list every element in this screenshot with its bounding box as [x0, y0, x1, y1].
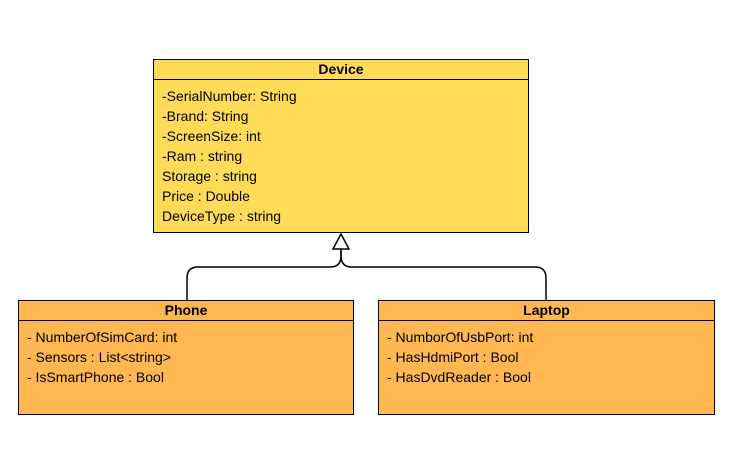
- attribute-serial-number: -SerialNumber: String: [162, 88, 297, 104]
- attribute-number-of-sim-card: - NumberOfSimCard: int: [27, 329, 178, 345]
- attribute-has-dvd-reader: - HasDvdReader : Bool: [387, 369, 531, 385]
- laptop-generalization-line[interactable]: [340, 249, 547, 300]
- attribute-ram: -Ram : string: [162, 148, 243, 164]
- class-device-name: Device: [318, 61, 364, 77]
- attribute-price: Price : Double: [162, 188, 250, 204]
- class-phone[interactable]: Phone - NumberOfSimCard: int - Sensors :…: [18, 300, 354, 415]
- class-laptop-attributes: - NumborOfUsbPort: int - HasHdmiPort : B…: [379, 321, 714, 387]
- attribute-storage: Storage : string: [162, 168, 257, 184]
- class-device-attributes: -SerialNumber: String -Brand: String -Sc…: [154, 80, 528, 226]
- class-phone-header: Phone: [19, 301, 353, 321]
- attribute-is-smart-phone: - IsSmartPhone : Bool: [27, 369, 164, 385]
- attribute-sensors: - Sensors : List<string>: [27, 349, 171, 365]
- attribute-device-type: DeviceType : string: [162, 208, 282, 224]
- phone-generalization-line[interactable]: [186, 249, 342, 300]
- class-phone-name: Phone: [164, 302, 208, 318]
- attribute-number-of-usb-port: - NumborOfUsbPort: int: [387, 329, 534, 345]
- attribute-brand: -Brand: String: [162, 108, 249, 124]
- class-phone-attributes: - NumberOfSimCard: int - Sensors : List<…: [19, 321, 353, 387]
- attribute-has-hdmi-port: - HasHdmiPort : Bool: [387, 349, 519, 365]
- attribute-screen-size: -ScreenSize: int: [162, 128, 261, 144]
- class-laptop[interactable]: Laptop - NumborOfUsbPort: int - HasHdmiP…: [378, 300, 715, 415]
- inheritance-arrowhead-icon: [331, 232, 351, 250]
- class-laptop-header: Laptop: [379, 301, 714, 321]
- class-laptop-name: Laptop: [523, 302, 570, 318]
- class-device[interactable]: Device -SerialNumber: String -Brand: Str…: [153, 59, 529, 233]
- class-device-header: Device: [154, 60, 528, 80]
